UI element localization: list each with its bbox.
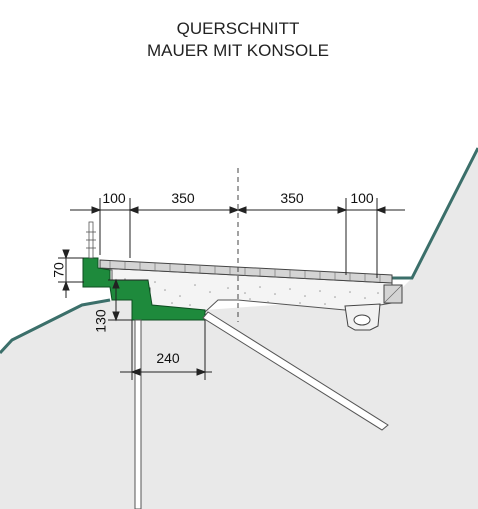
console-height-dimension (108, 278, 148, 322)
right-edge-beam-hatch (383, 284, 403, 304)
deck-surface-layer (99, 259, 393, 284)
concrete-texture (124, 278, 379, 306)
dim-right-lane: 350 (280, 190, 304, 206)
title-line-2: MAUER MIT KONSOLE (147, 41, 329, 60)
title-line-1: QUERSCHNITT (177, 19, 300, 38)
left-terrain-line (0, 298, 111, 355)
dim-wall-height: 70 (51, 262, 67, 278)
top-dimension-chain (70, 198, 405, 278)
left-terrain (0, 300, 132, 509)
railing-post (86, 221, 96, 259)
drain-pipe (353, 314, 371, 326)
wall-height-dimension (58, 249, 84, 298)
foundation-pile (134, 319, 142, 509)
deck-surface-hatch (109, 261, 381, 282)
foundation-width-dimension (120, 320, 212, 380)
dim-right-edge: 100 (350, 190, 374, 206)
right-terrain-line (384, 147, 478, 280)
right-terrain (132, 148, 478, 509)
dim-left-edge: 100 (102, 190, 126, 206)
dim-left-lane: 350 (171, 190, 195, 206)
ground-anchor (202, 311, 389, 431)
dim-foundation-width: 240 (156, 350, 180, 366)
dim-console-height: 130 (93, 309, 109, 333)
retaining-wall (82, 257, 206, 321)
